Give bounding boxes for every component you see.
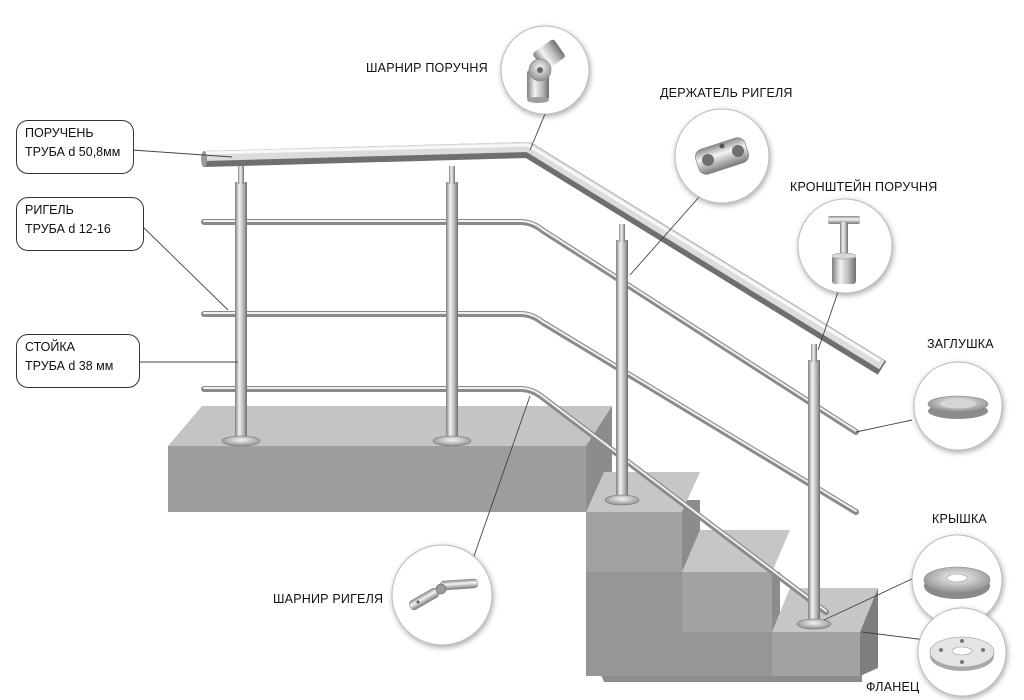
concrete-stair [168, 406, 878, 682]
callout-crossbar-spec: ТРУБА d 12-16 [25, 222, 111, 236]
detail-flange [917, 607, 1007, 697]
flange-plate-icon [929, 636, 995, 671]
cover-disc-icon [923, 566, 991, 599]
label-cover: КРЫШКА [932, 512, 987, 526]
leader-lines [131, 113, 927, 641]
detail-crossbar-holder [674, 108, 770, 204]
handrail [201, 142, 887, 375]
post-4-base [796, 618, 832, 630]
detail-cover [911, 534, 1003, 626]
leader-end-cap [855, 419, 913, 433]
step-1-front [586, 512, 682, 572]
callout-handrail: ПОРУЧЕНЬ ТРУБА d 50,8мм [16, 120, 134, 174]
callout-post-title: СТОЙКА [25, 340, 76, 354]
bracket-icon [828, 216, 860, 284]
detail-handrail-hinge [500, 25, 590, 115]
post-2-base [432, 435, 472, 447]
landing-top [168, 406, 612, 446]
detail-crossbar-hinge [391, 544, 493, 646]
leader-flange [861, 631, 927, 641]
hinge-elbow-icon [527, 39, 565, 103]
detail-end-cap [913, 361, 1003, 451]
leader-crossbar-hinge [473, 395, 531, 557]
step-2-top [682, 530, 790, 572]
landing-front [168, 446, 586, 512]
leader-crossbar [141, 225, 229, 311]
step-2-front [682, 572, 772, 632]
post-1 [235, 182, 247, 438]
label-end-cap: ЗАГЛУШКА [927, 337, 994, 351]
post-3 [616, 240, 628, 498]
step-3-front [772, 632, 860, 676]
post-3-base [604, 494, 640, 506]
label-handrail-bracket: КРОНШТЕЙН ПОРУЧНЯ [790, 180, 938, 194]
label-handrail-hinge: ШАРНИР ПОРУЧНЯ [366, 61, 488, 75]
leader-cover [823, 577, 915, 621]
end-cap-icon [927, 395, 989, 419]
leader-handrail-hinge [529, 113, 546, 151]
post-1-base [221, 435, 261, 447]
callout-crossbar: РИГЕЛЬ ТРУБА d 12-16 [16, 197, 144, 251]
callout-post: СТОЙКА ТРУБА d 38 мм [16, 334, 140, 388]
callout-post-spec: ТРУБА d 38 мм [25, 359, 114, 373]
label-crossbar-hinge: ШАРНИР РИГЕЛЯ [273, 592, 384, 606]
leader-crossbar-holder [629, 195, 701, 276]
stair-right-side [860, 588, 878, 676]
stair-underside [586, 572, 772, 676]
callout-handrail-title: ПОРУЧЕНЬ [25, 126, 94, 140]
callout-crossbar-title: РИГЕЛЬ [25, 203, 74, 217]
leader-handrail [131, 149, 233, 158]
crossbars [201, 219, 859, 615]
callout-handrail-spec: ТРУБА d 50,8мм [25, 145, 121, 159]
crossbar-top [201, 219, 859, 435]
posts [221, 166, 832, 630]
post-2 [446, 182, 458, 438]
post-4 [808, 360, 820, 622]
leader-handrail-bracket [817, 291, 839, 351]
detail-handrail-bracket [797, 198, 893, 294]
holder-block-icon [694, 137, 750, 175]
crossbar-hinge-icon [408, 578, 479, 611]
label-flange: ФЛАНЕЦ [866, 680, 920, 694]
label-crossbar-holder: ДЕРЖАТЕЛЬ РИГЕЛЯ [660, 86, 793, 100]
